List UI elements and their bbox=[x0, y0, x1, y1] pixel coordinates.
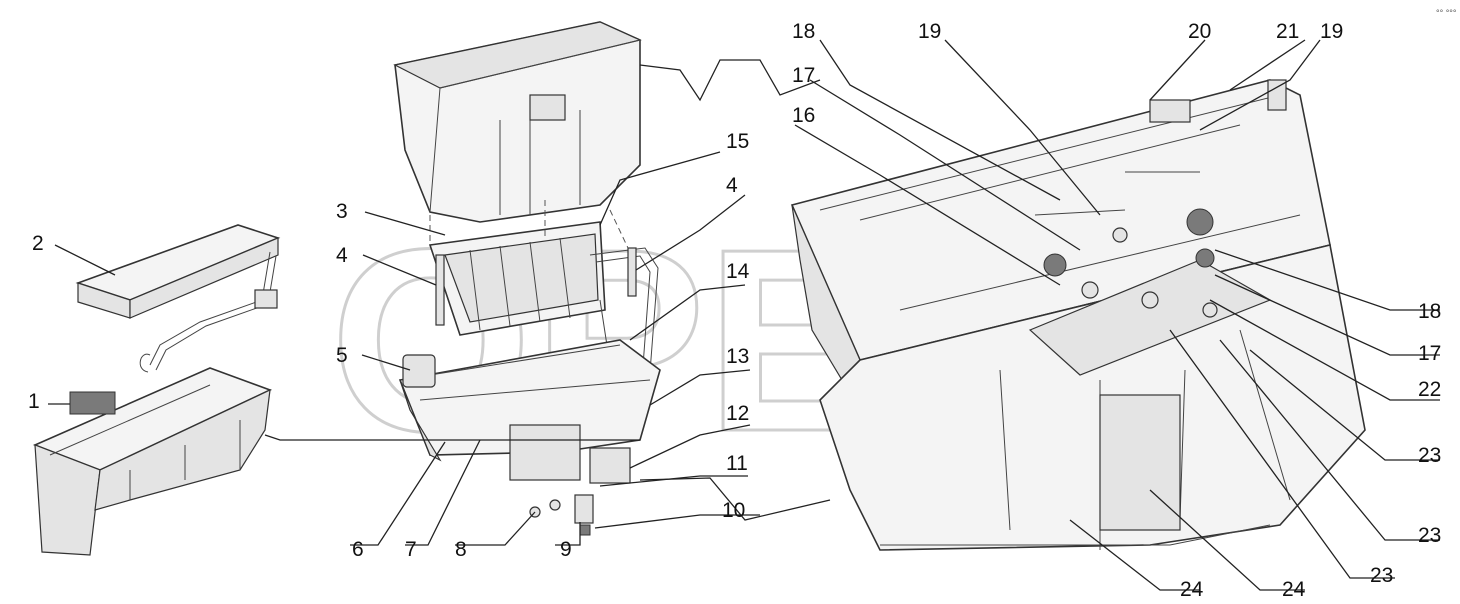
callout-10: 10 bbox=[722, 499, 745, 522]
callout-19-top-right: 19 bbox=[1320, 20, 1343, 43]
callout-19-top-left: 19 bbox=[918, 20, 941, 43]
part-2-heater-core bbox=[75, 224, 281, 319]
callout-12: 12 bbox=[726, 402, 749, 425]
callout-16: 16 bbox=[792, 104, 815, 127]
part-15-upper-housing bbox=[393, 21, 642, 223]
corner-mark: °° °°° bbox=[1436, 8, 1457, 18]
part-20-21-corner bbox=[1149, 79, 1287, 123]
callout-9: 9 bbox=[560, 538, 572, 561]
callout-15: 15 bbox=[726, 130, 749, 153]
callout-5: 5 bbox=[336, 344, 348, 367]
callout-4-right: 4 bbox=[726, 174, 738, 197]
leader-lines bbox=[48, 39, 1440, 591]
part-8-9-small-parts bbox=[529, 494, 594, 536]
callout-18-top: 18 bbox=[792, 20, 815, 43]
part-13-lower-housing bbox=[398, 339, 661, 484]
mechanism-plate bbox=[1028, 171, 1272, 376]
callout-23-a: 23 bbox=[1418, 444, 1441, 467]
dash-chain-lines bbox=[429, 200, 629, 249]
callout-24-left: 24 bbox=[1180, 578, 1204, 601]
callout-17-top: 17 bbox=[792, 64, 815, 87]
part-2-pipes bbox=[139, 251, 278, 373]
callout-23-b: 23 bbox=[1418, 524, 1441, 547]
callout-21: 21 bbox=[1276, 20, 1299, 43]
callout-23-c: 23 bbox=[1370, 564, 1393, 587]
callout-4-left: 4 bbox=[336, 244, 348, 267]
callout-2: 2 bbox=[32, 232, 44, 255]
part-4-brackets bbox=[435, 247, 637, 326]
callout-24-right: 24 bbox=[1282, 578, 1306, 601]
callout-labels: 2 1 3 4 5 6 7 8 9 10 11 12 13 14 4 15 16… bbox=[28, 20, 1441, 601]
callout-7: 7 bbox=[405, 538, 417, 561]
part-3-evaporator bbox=[428, 221, 606, 336]
callout-3: 3 bbox=[336, 200, 348, 223]
callout-18-right: 18 bbox=[1418, 300, 1441, 323]
callout-1: 1 bbox=[28, 390, 40, 413]
callout-22: 22 bbox=[1418, 378, 1441, 401]
callout-8: 8 bbox=[455, 538, 467, 561]
part-1-lower-housing bbox=[32, 367, 273, 556]
callout-6: 6 bbox=[352, 538, 364, 561]
callout-14: 14 bbox=[726, 260, 750, 283]
callout-11: 11 bbox=[726, 452, 748, 475]
main-housing bbox=[790, 79, 1366, 551]
callout-17-right: 17 bbox=[1418, 342, 1441, 365]
callout-20: 20 bbox=[1188, 20, 1211, 43]
callout-13: 13 bbox=[726, 345, 749, 368]
part-5-clip bbox=[402, 354, 436, 388]
